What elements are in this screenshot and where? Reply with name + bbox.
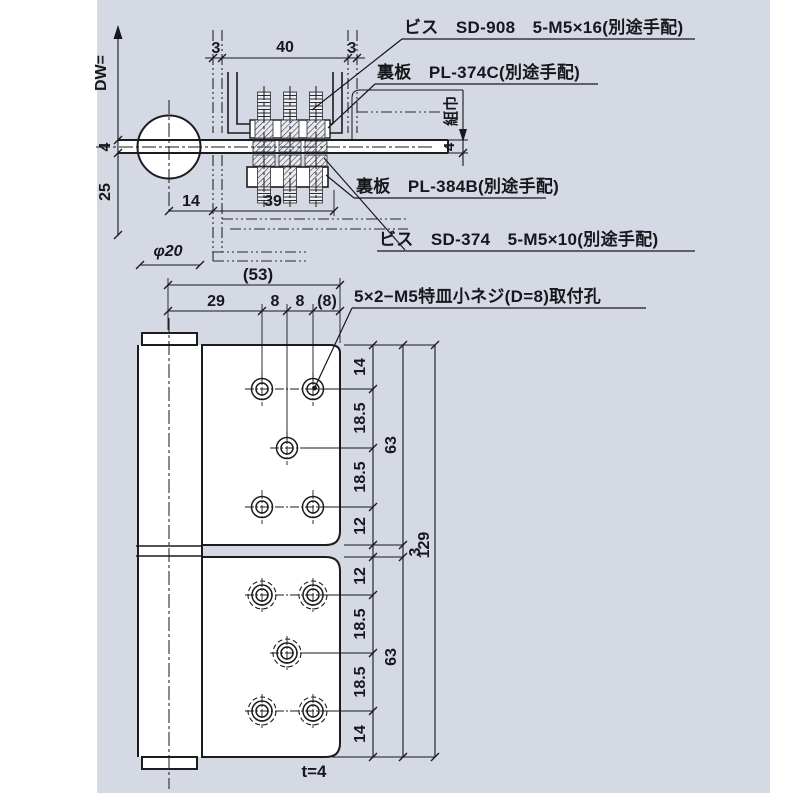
dim-phi20-group: φ20 [135, 243, 205, 270]
seg-top-18-5a: 18.5 [352, 402, 369, 433]
dim-40: 40 [276, 39, 294, 56]
dim-29: 29 [207, 293, 225, 310]
callout-plate-top: 裏板 PL-374C(別途手配) [376, 62, 580, 82]
leader-dot [312, 385, 317, 391]
dim-phi20: φ20 [153, 243, 182, 260]
seg-top-12: 12 [352, 517, 369, 535]
dim-thickness-right: 4 [441, 142, 458, 151]
seg-bottom-14: 14 [352, 725, 369, 743]
right-dimension-ladder: 14 18.5 18.5 12 3 12 18.5 18.5 14 63 63 … [300, 340, 440, 762]
dim-63-bottom: 63 [383, 648, 400, 666]
bottom-leaf [201, 556, 341, 758]
seg-top-18-5b: 18.5 [352, 461, 369, 492]
dim-8c: (8) [317, 293, 337, 310]
dim-14: 14 [182, 193, 200, 210]
leaf-strip-outline [118, 139, 449, 154]
dim-25: 25 [97, 183, 114, 201]
callout-screw-bottom: ビス SD-374 5-M5×10(別途手配) [379, 229, 658, 249]
dim-door-width: DW= [93, 55, 110, 91]
dim-3-40-3-group: 3 40 3 [205, 39, 365, 63]
arrow-down [459, 129, 467, 142]
dim-8a: 8 [271, 293, 280, 310]
dim-thickness-left: 4 [97, 142, 114, 151]
hole-note: 5×2−M5特皿小ネジ(D=8)取付孔 [354, 286, 601, 306]
seg-bottom-18-5a: 18.5 [352, 608, 369, 639]
arrow-up [113, 25, 123, 39]
dim-gap-3: 3 [407, 547, 424, 556]
callouts: ビス SD-908 5-M5×16(別途手配) 裏板 PL-374C(別途手配)… [311, 17, 695, 252]
knuckle-barrel-fill [138, 345, 202, 757]
dim-assembly-width-group: 組巾 4 [351, 89, 468, 166]
section-view: DW= 4 25 3 40 3 14 39 [93, 17, 695, 270]
seg-bottom-18-5b: 18.5 [352, 666, 369, 697]
callout-screw-top: ビス SD-908 5-M5×16(別途手配) [404, 17, 683, 37]
dim-14-39-group: 14 39 [164, 190, 339, 216]
dim-assembly-width: 組巾 [442, 96, 460, 126]
dim-3-left: 3 [212, 40, 221, 57]
dim-129: 129 [416, 532, 433, 559]
front-view: (53) 29 8 8 (8) 5×2−M5特皿小ネジ(D=8)取付孔 [136, 265, 646, 789]
hole-note-callout: 5×2−M5特皿小ネジ(D=8)取付孔 [312, 286, 646, 391]
callout-plate-bottom: 裏板 PL-384B(別途手配) [355, 176, 559, 196]
dim-63-top: 63 [383, 436, 400, 454]
dim-39: 39 [264, 193, 282, 210]
seg-top-14: 14 [352, 358, 369, 376]
seg-bottom-12: 12 [352, 567, 369, 585]
dim-8b: 8 [296, 293, 305, 310]
section-centerlines [96, 86, 432, 213]
thickness-note: t=4 [301, 762, 327, 781]
front-top-dims: (53) 29 8 8 (8) [163, 265, 345, 442]
dim-53: (53) [243, 265, 273, 284]
dim-door-width-group: DW= 4 25 [93, 25, 123, 240]
dim-3-right: 3 [348, 40, 357, 57]
